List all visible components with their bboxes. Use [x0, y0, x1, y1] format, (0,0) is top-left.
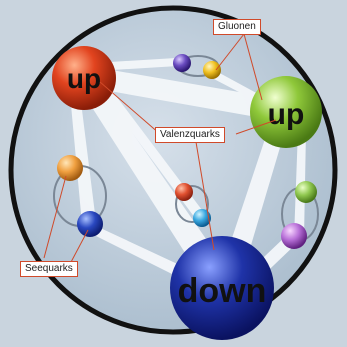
callout-gluons: Gluonen [213, 19, 261, 35]
sea-quark-cyan [193, 209, 211, 227]
gluon-tube-up-up [100, 68, 262, 118]
sea-quark-orange [57, 155, 83, 181]
gluon-tube-lower-left [88, 226, 186, 278]
sea-quark-loop-center [175, 185, 209, 223]
up-quark-left-label: up [67, 63, 101, 94]
gluon-ball-yellow [203, 61, 221, 79]
sea-quark-blue [77, 211, 103, 237]
down-quark [170, 236, 274, 340]
callout-leaders [43, 33, 277, 265]
sea-quark-red [175, 183, 193, 201]
gluon-ball-purple [173, 54, 191, 72]
sea-quark-lime [295, 181, 317, 203]
gluon-tube-top-right [212, 70, 262, 102]
gluon-tube-upright-down [226, 130, 284, 262]
gluon-tube-top [110, 58, 178, 70]
gluon-tube-up-down [86, 92, 222, 270]
up-quark-right-label: up [268, 98, 305, 131]
callout-sea-quarks: Seequarks [20, 261, 78, 277]
gluon-tube-left [70, 94, 96, 224]
callout-valence-quarks: Valenzquarks [155, 127, 225, 143]
up-quark-left [52, 46, 116, 110]
sea-quark-violet [281, 223, 307, 249]
down-quark-label: down [178, 272, 267, 310]
up-quark-right [250, 76, 322, 148]
gluon-tubes [70, 58, 306, 286]
